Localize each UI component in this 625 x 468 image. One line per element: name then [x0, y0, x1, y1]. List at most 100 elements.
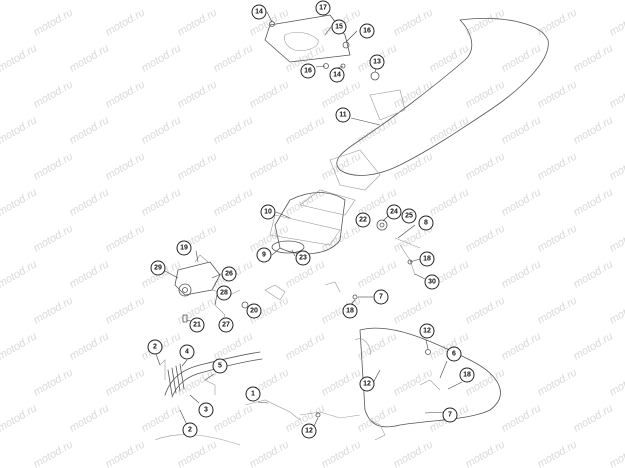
watermark-text: motod.ru — [0, 438, 3, 468]
watermark-text: motod.ru — [248, 438, 292, 468]
watermark-text: motod.ru — [0, 78, 3, 110]
callout-1: 1 — [245, 386, 261, 402]
watermark-text: motod.ru — [0, 366, 3, 398]
watermark-text: motod.ru — [320, 438, 364, 468]
callout-3: 3 — [198, 402, 214, 418]
watermark-text: motod.ru — [572, 186, 616, 218]
watermark-text: motod.ru — [32, 6, 76, 38]
watermark-text: motod.ru — [0, 0, 39, 3]
callout-26: 26 — [221, 266, 237, 282]
watermark-text: motod.ru — [572, 402, 616, 434]
watermark-text: motod.ru — [500, 258, 544, 290]
watermark-text: motod.ru — [0, 258, 39, 290]
callout-label: 25 — [405, 213, 413, 220]
watermark-text: motod.ru — [464, 78, 508, 110]
watermark-text: motod.ru — [68, 0, 112, 3]
callouts: 14 17 15 16 16 14 13 11 10 22 24 25 8 9 … — [147, 0, 475, 439]
watermark-text: motod.ru — [500, 402, 544, 434]
watermark-text: motod.ru — [140, 114, 184, 146]
callout-label: 9 — [262, 252, 266, 259]
callout-label: 7 — [448, 412, 452, 419]
watermark-text: motod.ru — [0, 150, 3, 182]
callout-23: 23 — [295, 250, 311, 266]
watermark-text: motod.ru — [176, 438, 220, 468]
watermark-text: motod.ru — [572, 0, 616, 3]
callout-25: 25 — [401, 208, 417, 224]
callout-6: 6 — [446, 346, 462, 362]
callout-label: 28 — [220, 290, 228, 297]
watermark-text: motod.ru — [428, 114, 472, 146]
watermark-text: motod.ru — [320, 150, 364, 182]
callout-label: 17 — [319, 5, 327, 12]
header-pipe — [164, 351, 261, 396]
watermark-text: motod.ru — [428, 186, 472, 218]
watermark-text: motod.ru — [0, 402, 39, 434]
watermark-text: motod.ru — [500, 0, 544, 3]
muffler-body — [359, 327, 501, 428]
watermark-text: motod.ru — [176, 6, 220, 38]
watermark-text: motod.ru — [608, 366, 625, 398]
watermark-text: motod.ru — [140, 402, 184, 434]
watermark-text: motod.ru — [68, 114, 112, 146]
watermark-text: motod.ru — [392, 6, 436, 38]
watermark-text: motod.ru — [428, 0, 472, 3]
watermark-text: motod.ru — [0, 186, 39, 218]
watermark-text: motod.ru — [572, 330, 616, 362]
watermark-text: motod.ru — [392, 294, 436, 326]
watermark-text: motod.ru — [32, 366, 76, 398]
callout-14: 14 — [329, 67, 345, 83]
callout-label: 2 — [188, 427, 192, 434]
watermark-text: motod.ru — [536, 78, 580, 110]
watermark-text: motod.ru — [392, 78, 436, 110]
callout-label: 18 — [463, 372, 471, 379]
callout-label: 1 — [251, 391, 255, 398]
watermark-text: motod.ru — [0, 222, 3, 254]
watermark-text: motod.ru — [572, 114, 616, 146]
watermark-text: motod.ru — [608, 6, 625, 38]
watermark-text: motod.ru — [32, 294, 76, 326]
callout-19: 19 — [176, 240, 192, 256]
callout-18: 18 — [459, 367, 475, 383]
watermark-text: motod.ru — [464, 150, 508, 182]
watermark-text: motod.ru — [104, 438, 148, 468]
callout-label: 10 — [264, 209, 272, 216]
callout-label: 15 — [335, 24, 343, 31]
callout-20: 20 — [246, 303, 262, 319]
callout-label: 4 — [185, 349, 189, 356]
callout-7: 7 — [373, 289, 389, 305]
callout-16: 16 — [300, 63, 316, 79]
callout-17: 17 — [315, 0, 331, 16]
watermark-text: motod.ru — [500, 330, 544, 362]
callout-label: 19 — [180, 245, 188, 252]
watermark-text: motod.ru — [212, 42, 256, 74]
watermark-text: motod.ru — [104, 366, 148, 398]
watermark-text: motod.ru — [392, 366, 436, 398]
watermark-text: motod.ru — [392, 438, 436, 468]
watermark-text: motod.ru — [176, 78, 220, 110]
watermark-text: motod.ru — [608, 294, 625, 326]
parts-drawing — [154, 14, 549, 446]
watermark-text: motod.ru — [212, 0, 256, 3]
watermark-text: motod.ru — [500, 114, 544, 146]
watermark-text: motod.ru — [464, 6, 508, 38]
callout-label: 29 — [154, 265, 162, 272]
watermark-text: motod.ru — [104, 150, 148, 182]
watermark-text: motod.ru — [176, 150, 220, 182]
callout-18: 18 — [342, 303, 358, 319]
callout-2: 2 — [182, 422, 198, 438]
callout-label: 11 — [339, 112, 347, 119]
watermark-text: motod.ru — [608, 78, 625, 110]
watermark-text: motod.ru — [572, 42, 616, 74]
callout-24: 24 — [386, 204, 402, 220]
watermark-text: motod.ru — [104, 222, 148, 254]
watermark-text: motod.ru — [68, 330, 112, 362]
callout-label: 20 — [250, 308, 258, 315]
callout-4: 4 — [179, 344, 195, 360]
callout-9: 9 — [256, 247, 272, 263]
callout-label: 14 — [255, 9, 263, 16]
watermark-text: motod.ru — [356, 0, 400, 3]
watermark-text: motod.ru — [536, 438, 580, 468]
callout-label: 22 — [359, 217, 367, 224]
callout-30: 30 — [424, 274, 440, 290]
